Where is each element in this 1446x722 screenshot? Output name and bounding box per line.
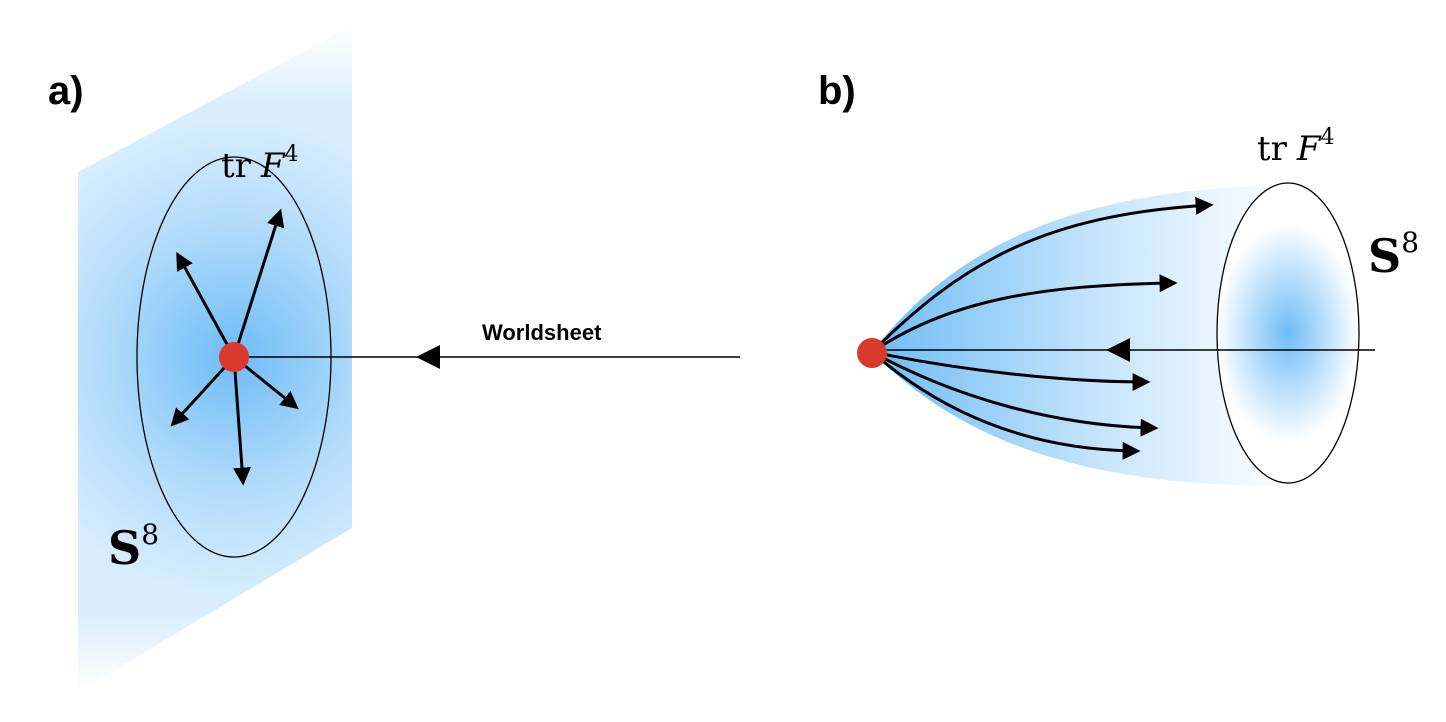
transverse-plane [78,26,352,692]
worldsheet-label: Worldsheet [482,320,602,345]
worldsheet-line-b [872,338,1375,362]
field-power: 4 [1321,125,1335,150]
sphere-symbol: S [108,521,141,575]
sphere-symbol: S [1368,229,1401,283]
flux-arrow [170,355,236,427]
flux-arrow [871,350,1141,460]
sphere-label-b: S8 [1368,226,1419,283]
panel-b-label: b) [818,69,856,113]
panel-a-label: a) [48,69,84,113]
field-symbol: F [1296,129,1322,169]
field-symbol: F [260,146,286,186]
flux-arrow [176,251,236,358]
flux-arrow [232,356,251,486]
flux-cone [872,185,1285,486]
worldsheet-arrow-icon [416,345,440,369]
flux-arrow [871,274,1178,354]
flux-arrow [871,350,1151,391]
flux-arrow [232,208,285,358]
worldsheet-line [234,345,740,369]
source-point-b [857,338,887,368]
sphere-label-a: S8 [108,518,159,575]
sphere-power: 8 [1401,226,1419,259]
sphere-power: 8 [141,518,159,551]
worldsheet-arrow-icon [1106,338,1130,362]
flux-arrow [871,350,1159,437]
field-power: 4 [285,142,299,167]
trace-symbol: tr [1257,129,1288,169]
sphere-disc-b [1216,182,1360,484]
source-point-a [219,342,249,372]
flux-arrow [870,196,1214,354]
trace-symbol: tr [221,146,252,186]
flux-arrows-b [870,196,1214,460]
